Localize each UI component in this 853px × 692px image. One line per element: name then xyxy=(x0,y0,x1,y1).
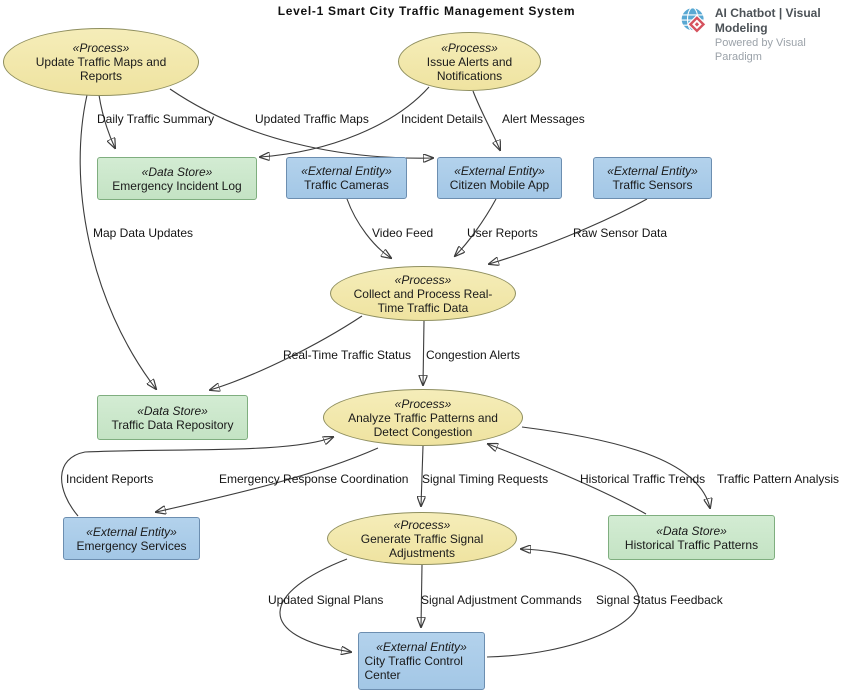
node-traffic-sensors[interactable]: «External Entity» Traffic Sensors xyxy=(593,157,712,199)
flow-label-updated-signal-plans[interactable]: Updated Signal Plans xyxy=(268,593,384,607)
flow-label-daily-traffic-summary[interactable]: Daily Traffic Summary xyxy=(97,112,215,126)
node-name: Traffic Cameras xyxy=(304,178,389,192)
node-stereotype: «Data Store» xyxy=(141,164,213,179)
node-emergency-services[interactable]: «External Entity» Emergency Services xyxy=(63,517,200,560)
node-name: Emergency Services xyxy=(76,538,187,553)
flow-congestion-alerts[interactable] xyxy=(423,320,424,385)
flow-incident-reports[interactable] xyxy=(61,437,333,517)
node-traffic-cameras[interactable]: «External Entity» Traffic Cameras xyxy=(286,157,407,199)
node-stereotype: «Process» xyxy=(393,517,451,532)
flow-label-video-feed[interactable]: Video Feed xyxy=(372,226,434,240)
flow-alert-messages[interactable] xyxy=(472,90,500,150)
node-update-traffic-maps[interactable]: «Process» Update Traffic Maps and Report… xyxy=(3,28,199,96)
node-name: Historical Traffic Patterns xyxy=(624,537,759,552)
node-stereotype: «External Entity» xyxy=(454,164,545,178)
flow-label-signal-adjustment-commands[interactable]: Signal Adjustment Commands xyxy=(421,593,582,607)
node-stereotype: «External Entity» xyxy=(86,524,177,539)
node-name: Generate Traffic Signal Adjustments xyxy=(360,531,484,560)
flow-raw-sensor-data[interactable] xyxy=(489,198,648,264)
flow-label-traffic-pattern-analysis[interactable]: Traffic Pattern Analysis xyxy=(717,472,840,486)
flow-label-congestion-alerts[interactable]: Congestion Alerts xyxy=(426,348,521,362)
node-stereotype: «Process» xyxy=(72,41,130,55)
branding-product: AI Chatbot | Visual Modeling xyxy=(714,6,821,35)
flow-label-signal-status-feedback[interactable]: Signal Status Feedback xyxy=(596,593,723,607)
flow-label-real-time-traffic-status[interactable]: Real-Time Traffic Status xyxy=(283,348,412,362)
node-stereotype: «External Entity» xyxy=(607,164,698,178)
flow-signal-status-feedback[interactable] xyxy=(486,549,640,658)
diagram-title: Level-1 Smart City Traffic Management Sy… xyxy=(277,4,576,18)
flow-label-incident-reports[interactable]: Incident Reports xyxy=(66,472,154,486)
node-name: Analyze Traffic Patterns and Detect Cong… xyxy=(348,410,498,439)
branding: AI Chatbot | Visual Modeling Powered by … xyxy=(679,3,853,64)
flow-map-data-updates[interactable] xyxy=(79,94,156,389)
node-name: Traffic Sensors xyxy=(612,178,693,192)
node-historical-traffic-patterns[interactable]: «Data Store» Historical Traffic Patterns xyxy=(608,515,775,560)
node-city-traffic-control-center[interactable]: «External Entity» City Traffic Control C… xyxy=(358,632,485,690)
node-name: Citizen Mobile App xyxy=(449,178,550,192)
node-generate-signal-adjustments[interactable]: «Process» Generate Traffic Signal Adjust… xyxy=(327,512,517,565)
node-stereotype: «Process» xyxy=(394,396,452,411)
node-emergency-incident-log[interactable]: «Data Store» Emergency Incident Log xyxy=(97,157,257,200)
node-name: Issue Alerts and Notifications xyxy=(426,54,513,83)
flow-updated-signal-plans[interactable] xyxy=(279,558,351,652)
node-collect-process-data[interactable]: «Process» Collect and Process Real-Time … xyxy=(330,266,516,321)
flow-traffic-pattern-analysis[interactable] xyxy=(521,426,710,508)
flow-label-updated-traffic-maps[interactable]: Updated Traffic Maps xyxy=(255,112,369,126)
flow-label-raw-sensor-data[interactable]: Raw Sensor Data xyxy=(573,226,668,240)
flow-user-reports[interactable] xyxy=(455,198,497,256)
node-name: Collect and Process Real-Time Traffic Da… xyxy=(353,286,493,315)
node-stereotype: «Data Store» xyxy=(656,523,727,538)
flow-daily-traffic-summary[interactable] xyxy=(98,94,115,148)
node-stereotype: «Data Store» xyxy=(137,403,208,418)
flow-label-map-data-updates[interactable]: Map Data Updates xyxy=(93,226,194,240)
flow-label-user-reports[interactable]: User Reports xyxy=(467,226,538,240)
flow-signal-adjustment-commands[interactable] xyxy=(421,564,422,627)
node-citizen-mobile-app[interactable]: «External Entity» Citizen Mobile App xyxy=(437,157,562,199)
node-name: Traffic Data Repository xyxy=(111,417,234,432)
node-name: Emergency Incident Log xyxy=(112,178,242,193)
flow-label-emergency-response-coordination[interactable]: Emergency Response Coordination xyxy=(219,472,409,486)
flow-label-incident-details[interactable]: Incident Details xyxy=(401,112,484,126)
node-analyze-patterns[interactable]: «Process» Analyze Traffic Patterns and D… xyxy=(323,389,523,446)
node-stereotype: «Process» xyxy=(394,272,452,287)
flow-signal-timing-requests[interactable] xyxy=(421,445,423,506)
flow-label-historical-traffic-trends[interactable]: Historical Traffic Trends xyxy=(580,472,706,486)
node-stereotype: «External Entity» xyxy=(376,640,467,654)
flow-historical-traffic-trends[interactable] xyxy=(488,444,647,515)
flow-incident-details[interactable] xyxy=(260,86,430,157)
flow-real-time-traffic-status[interactable] xyxy=(210,315,363,390)
flow-video-feed[interactable] xyxy=(346,198,391,258)
flow-label-signal-timing-requests[interactable]: Signal Timing Requests xyxy=(422,472,549,486)
node-stereotype: «External Entity» xyxy=(301,164,392,178)
node-name: Update Traffic Maps and Reports xyxy=(35,55,167,83)
node-issue-alerts[interactable]: «Process» Issue Alerts and Notifications xyxy=(398,32,541,91)
flow-label-alert-messages[interactable]: Alert Messages xyxy=(502,112,585,126)
node-stereotype: «Process» xyxy=(441,40,498,55)
node-name: City Traffic Control Center xyxy=(364,654,463,682)
visual-paradigm-logo-icon xyxy=(680,7,707,35)
node-traffic-data-repository[interactable]: «Data Store» Traffic Data Repository xyxy=(97,395,248,440)
flow-emergency-response-coordination[interactable] xyxy=(156,447,379,512)
branding-tagline: Powered by Visual Paradigm xyxy=(714,37,806,63)
